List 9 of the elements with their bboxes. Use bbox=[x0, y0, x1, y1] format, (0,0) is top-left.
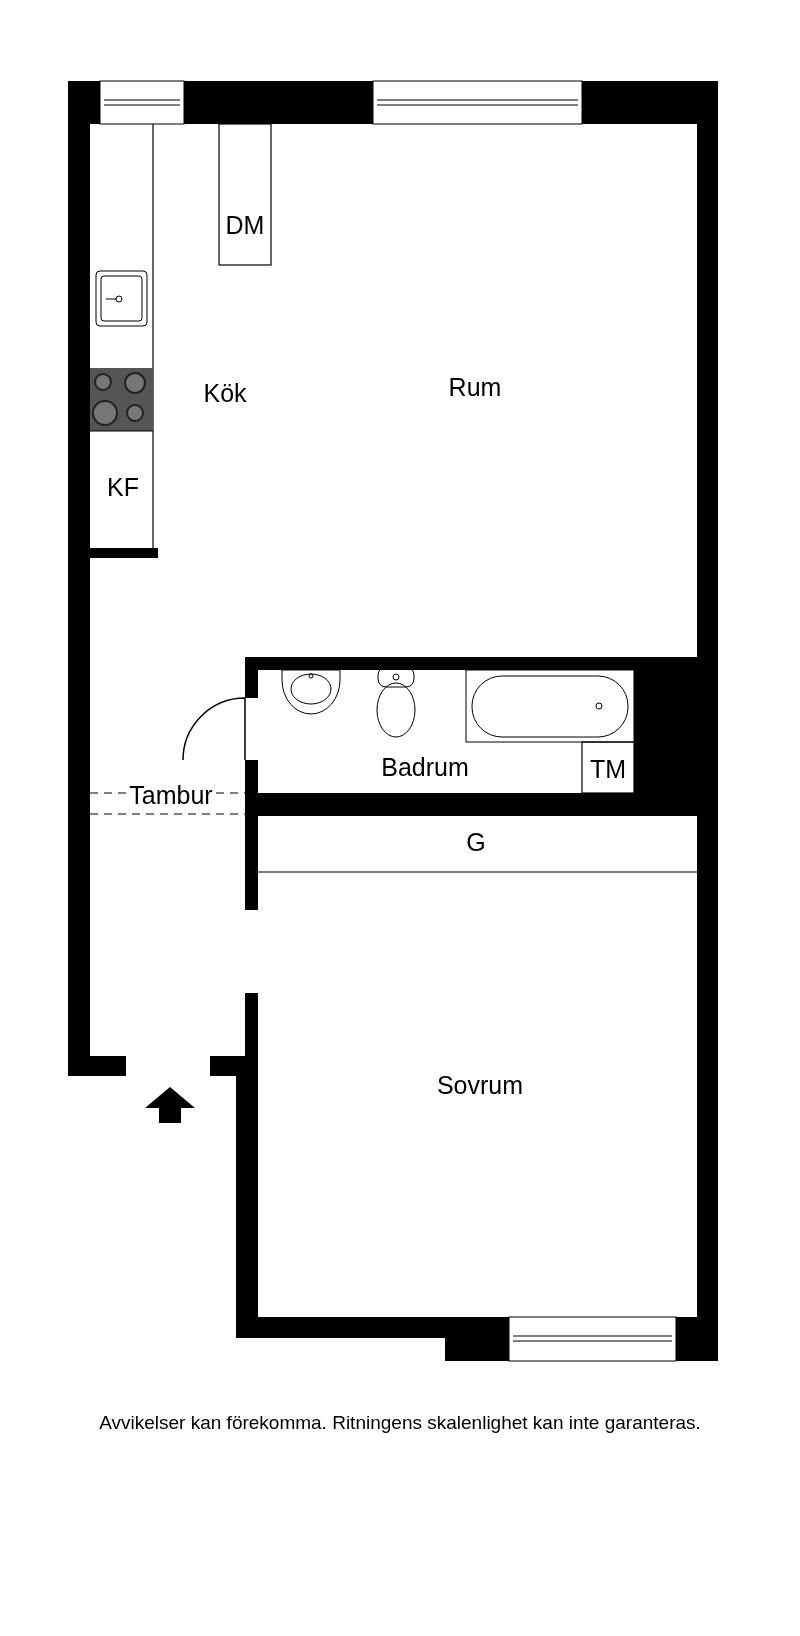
fixture-label: TM bbox=[588, 755, 628, 783]
disclaimer-note: Avvikelser kan förekomma. Ritningens skalenlighet kan inte garanteras. bbox=[98, 1412, 702, 1434]
room-label: Sovrum bbox=[435, 1071, 525, 1099]
room-label: Kök bbox=[202, 379, 248, 407]
room-label: Badrum bbox=[380, 753, 470, 781]
fixture-label: KF bbox=[106, 473, 140, 501]
fixture-label: DM bbox=[224, 211, 266, 239]
room-label: Rum bbox=[447, 373, 503, 401]
fixture-label: G bbox=[465, 828, 487, 856]
